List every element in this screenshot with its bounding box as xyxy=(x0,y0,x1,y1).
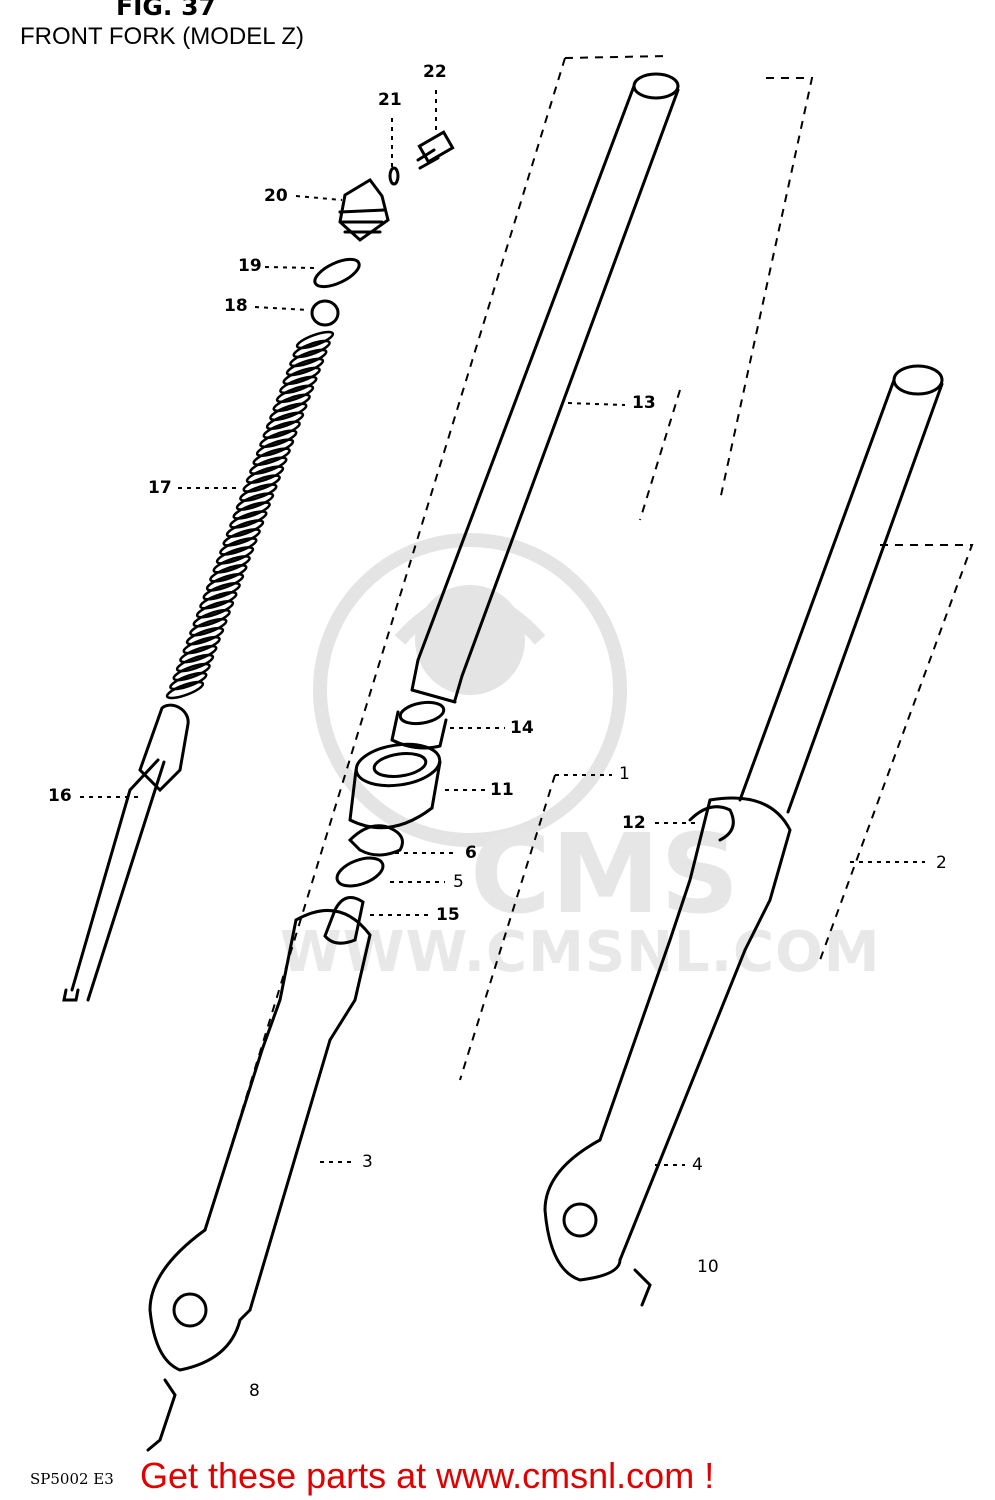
callout-22: 22 xyxy=(423,62,447,82)
spring-coil xyxy=(179,644,218,664)
part-12-clip xyxy=(688,805,735,842)
spring-coil xyxy=(212,555,251,574)
spring-coil xyxy=(199,590,238,610)
part-15-piece xyxy=(323,896,365,945)
spring-coil xyxy=(222,528,261,547)
spring-coil xyxy=(269,402,308,422)
spring-coil xyxy=(242,474,281,493)
spring-coil xyxy=(189,617,228,637)
part-2-right-inner-tube xyxy=(738,364,944,814)
part-18-spacer xyxy=(310,299,340,327)
spring-coil xyxy=(289,348,328,368)
spring-coil xyxy=(215,546,255,565)
spring-coil xyxy=(282,366,321,386)
spring-coil xyxy=(239,483,278,502)
spring-coil xyxy=(265,411,305,431)
watermark-url: WWW.CMSNL.COM xyxy=(280,920,881,985)
figure-subtitle: FRONT FORK (MODEL Z) xyxy=(20,23,304,50)
spring-coil xyxy=(195,599,235,619)
callout-13: 13 xyxy=(632,393,656,413)
spring-coil xyxy=(229,510,268,529)
callout-5: 5 xyxy=(453,872,464,892)
spring-coil xyxy=(172,662,211,682)
callout-2: 2 xyxy=(936,853,947,873)
spring-coil xyxy=(255,438,295,457)
spring-coil xyxy=(182,635,221,655)
callout-14: 14 xyxy=(510,718,534,738)
part-21-oring xyxy=(388,166,400,186)
callout-11: 11 xyxy=(490,780,514,800)
callout-20: 20 xyxy=(264,186,288,206)
part-17-spring xyxy=(165,330,335,700)
callout-16: 16 xyxy=(48,786,72,806)
spring-coil xyxy=(209,564,248,583)
part-22-bolt xyxy=(416,130,455,170)
callout-3: 3 xyxy=(362,1152,373,1172)
part-14-bush xyxy=(390,700,448,750)
part-13-inner-tube xyxy=(410,72,680,704)
spring-coil xyxy=(249,456,288,475)
callout-8: 8 xyxy=(249,1381,260,1401)
callout-15: 15 xyxy=(436,905,460,925)
spring-coil xyxy=(275,384,315,404)
spring-coil xyxy=(225,519,265,538)
spring-coil xyxy=(252,447,291,466)
callout-19: 19 xyxy=(238,256,262,276)
part-6-clip xyxy=(347,824,404,857)
part-3-outer-tube xyxy=(146,908,372,1452)
callout-4: 4 xyxy=(692,1155,703,1175)
spring-coil xyxy=(192,608,231,628)
spring-coil xyxy=(205,573,245,592)
callout-12: 12 xyxy=(622,813,646,833)
part-4-right-outer-tube xyxy=(543,796,792,1307)
spring-coil xyxy=(169,671,208,691)
callout-6: 6 xyxy=(465,843,477,863)
spring-coil xyxy=(235,492,275,511)
spring-coil xyxy=(285,357,325,377)
callout-10: 10 xyxy=(697,1257,719,1277)
callout-17: 17 xyxy=(148,478,172,498)
spring-coil xyxy=(295,330,335,350)
spring-coil xyxy=(259,429,298,448)
spring-coil xyxy=(165,680,205,700)
part-16-damper-rod xyxy=(62,703,190,1002)
spring-coil xyxy=(175,653,215,673)
spring-coil xyxy=(292,339,331,359)
figure-title: FIG. 37 xyxy=(116,0,216,21)
promo-link[interactable]: Get these parts at www.cmsnl.com ! xyxy=(140,1455,715,1496)
callout-1: 1 xyxy=(619,764,630,784)
spring-coil xyxy=(272,393,311,413)
callout-18: 18 xyxy=(224,296,248,316)
watermark-brand: CMS xyxy=(470,810,740,938)
spring-coil xyxy=(279,375,318,395)
callout-21: 21 xyxy=(378,90,402,110)
spring-coil xyxy=(262,420,301,440)
spring-coil xyxy=(202,582,241,601)
spring-coil xyxy=(232,501,271,520)
part-11-seal xyxy=(348,742,442,830)
part-19-ring xyxy=(313,257,361,289)
spring-coil xyxy=(219,537,258,556)
drawing-code: SP5002 E3 xyxy=(30,1470,114,1488)
spring-coil xyxy=(185,626,225,646)
part-5-ring xyxy=(335,856,385,888)
spring-coil xyxy=(245,465,285,484)
part-20-cap-bolt xyxy=(338,178,390,242)
